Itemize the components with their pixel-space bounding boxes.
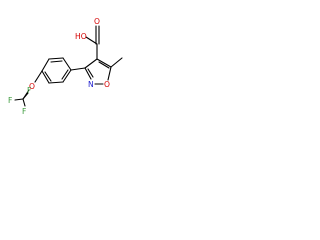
bond-cf3-f-top [22, 92, 29, 100]
bond-ar-o-ether [34, 70, 43, 83]
bond-ar-3 [41, 58, 50, 72]
bond-c5-methyl [110, 57, 123, 68]
atom-fluorine-bottom: F [22, 107, 26, 116]
bond-c4-c5-inner [98, 61, 110, 69]
bond-ar-2 [48, 57, 64, 60]
atom-ring-oxygen: O [104, 80, 110, 89]
bond-ar-1 [62, 57, 72, 71]
bond-ar-6 [62, 69, 72, 83]
molecule-diagram: HO O O N O F F F [0, 0, 152, 152]
atom-fluorine-left: F [8, 96, 12, 105]
bond-cf3-f-bottom [22, 98, 26, 107]
bonds [14, 25, 123, 107]
atom-carbonyl-oxygen: O [94, 17, 100, 26]
bond-n2-c3 [84, 67, 92, 80]
atom-ring-nitrogen: N [88, 80, 94, 89]
atom-fluorine-top: F [27, 86, 31, 95]
bond-ar-inner-2 [44, 71, 52, 82]
bond-cooh-c-oh [85, 36, 98, 45]
atom-ether-oxygen: O [29, 82, 35, 91]
atom-labels: HO O O N O F F F [8, 17, 110, 116]
structure-drawing: HO O O N O F F F [8, 17, 123, 116]
bond-ar-inner-1 [50, 60, 63, 63]
bond-c5-o1 [107, 66, 112, 81]
bond-c3-c4 [84, 58, 98, 69]
bond-ar-inner-3 [61, 69, 69, 80]
bond-n2-c3-inner [87, 68, 94, 78]
atom-hydroxyl: HO [75, 32, 87, 41]
bond-c3-phenyl [70, 67, 86, 71]
bond-ar-5 [48, 81, 64, 84]
bond-c4-c5 [96, 58, 112, 68]
bond-ar-4 [41, 70, 50, 84]
bond-cf3-f-left [14, 98, 24, 101]
